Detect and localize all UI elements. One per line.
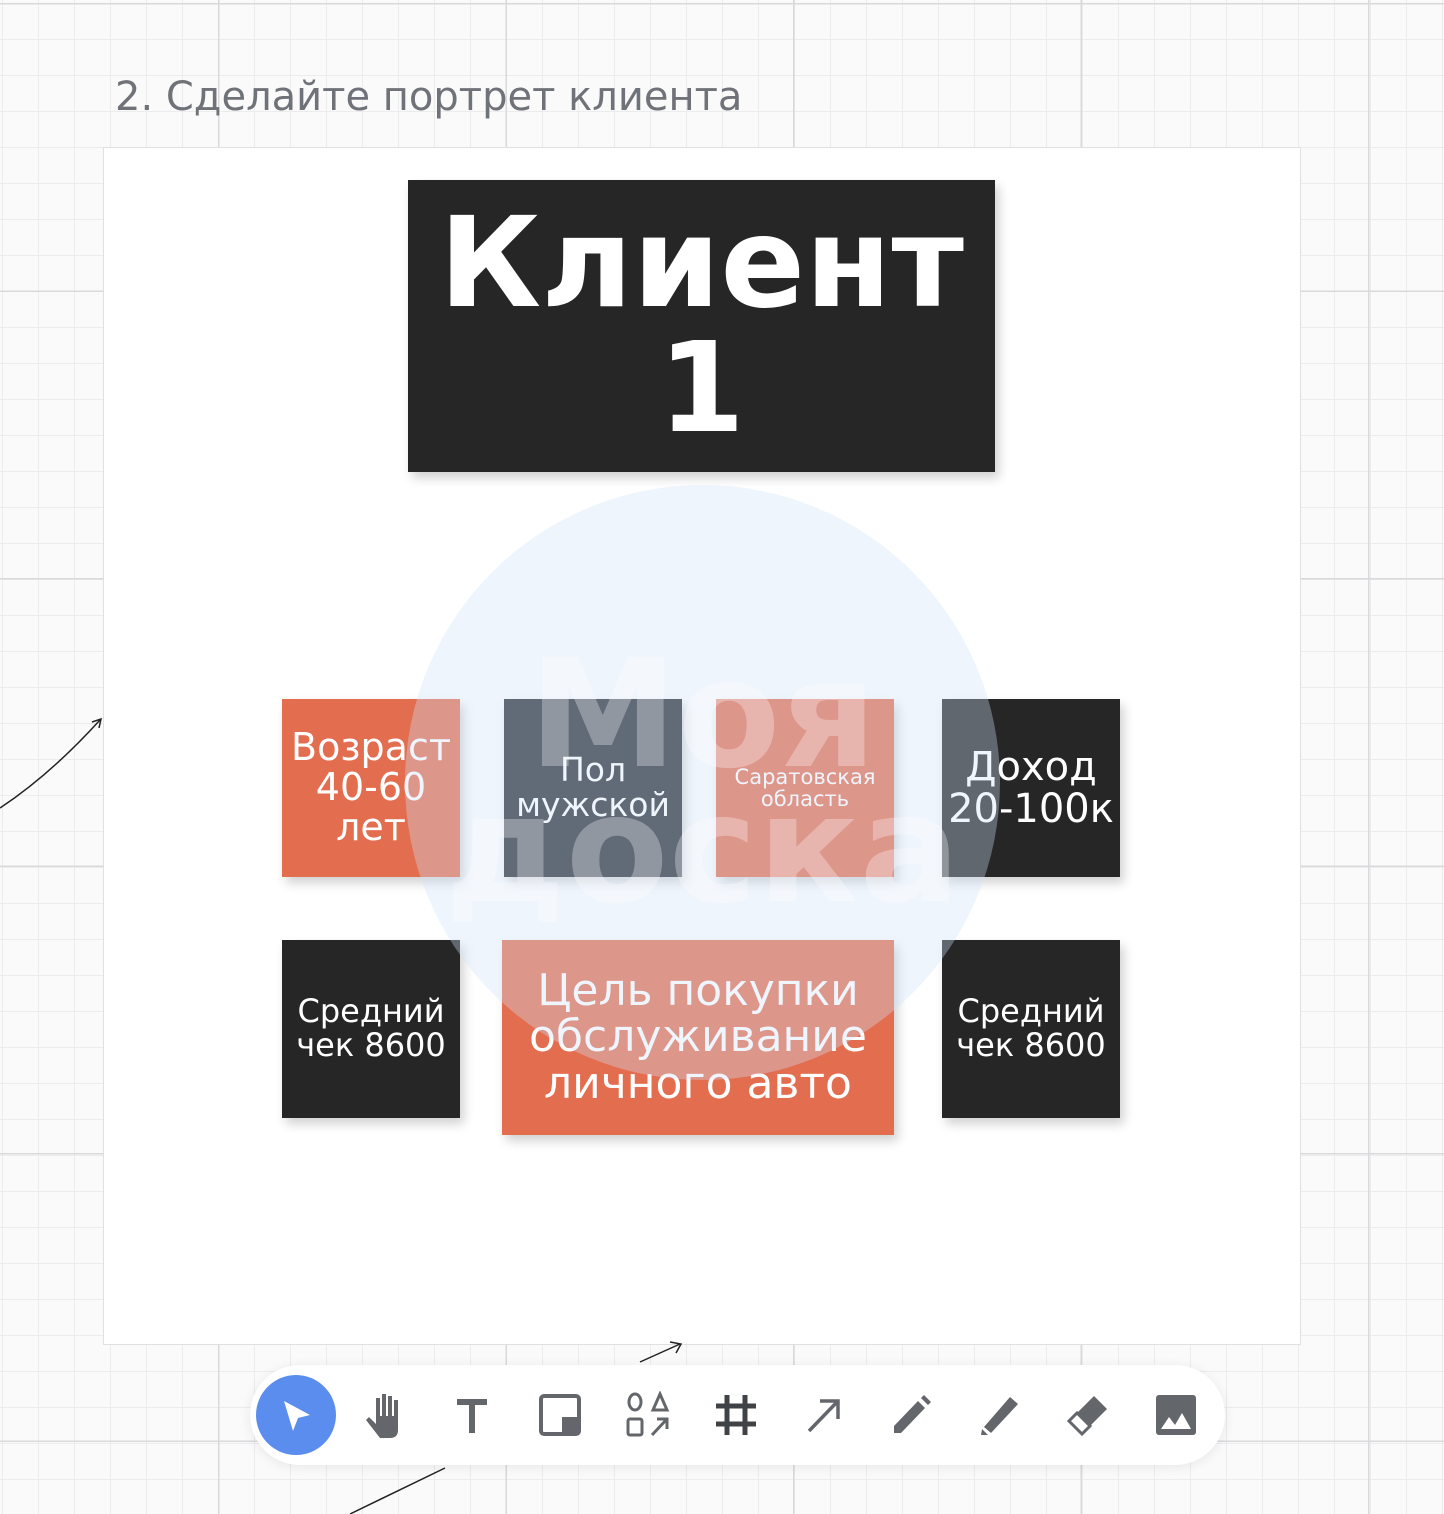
toolbar xyxy=(250,1365,1225,1465)
arrow-tool[interactable] xyxy=(784,1375,864,1455)
sticky-note-tool[interactable] xyxy=(520,1375,600,1455)
sticky-note-region[interactable]: Саратовская область xyxy=(716,699,894,877)
pen-tool[interactable] xyxy=(872,1375,952,1455)
image-tool[interactable] xyxy=(1136,1375,1216,1455)
text-tool[interactable] xyxy=(432,1375,512,1455)
select-tool[interactable] xyxy=(256,1375,336,1455)
marker-icon xyxy=(981,1397,1018,1435)
shapes-icon xyxy=(626,1391,670,1437)
sticky-note-avg-check[interactable]: Средний чек 8600 xyxy=(282,940,460,1118)
arrow-icon xyxy=(807,1399,840,1433)
sticky-note-age[interactable]: Возраст 40-60 лет xyxy=(282,699,460,877)
sticky-note-avg-check-2[interactable]: Средний чек 8600 xyxy=(942,940,1120,1118)
cursor-icon xyxy=(284,1401,310,1431)
pen-icon xyxy=(894,1395,931,1433)
sticky-note-income[interactable]: Доход 20-100к xyxy=(942,699,1120,877)
hand-tool[interactable] xyxy=(344,1375,424,1455)
hand-icon xyxy=(366,1394,398,1438)
sticky-note-icon xyxy=(539,1394,581,1436)
sticky-note-gender[interactable]: Пол мужской xyxy=(504,699,682,877)
text-icon xyxy=(457,1399,487,1433)
frame-icon xyxy=(716,1395,756,1435)
title-sticky-note[interactable]: Клиент 1 xyxy=(408,180,995,472)
shapes-tool[interactable] xyxy=(608,1375,688,1455)
eraser-tool[interactable] xyxy=(1048,1375,1128,1455)
marker-tool[interactable] xyxy=(960,1375,1040,1455)
frame-heading: 2. Сделайте портрет клиента xyxy=(115,74,743,120)
sticky-note-purchase-goal[interactable]: Цель покупки обслуживание личного авто xyxy=(502,940,894,1135)
image-icon xyxy=(1156,1395,1196,1435)
eraser-icon xyxy=(1066,1396,1107,1437)
frame-tool[interactable] xyxy=(696,1375,776,1455)
